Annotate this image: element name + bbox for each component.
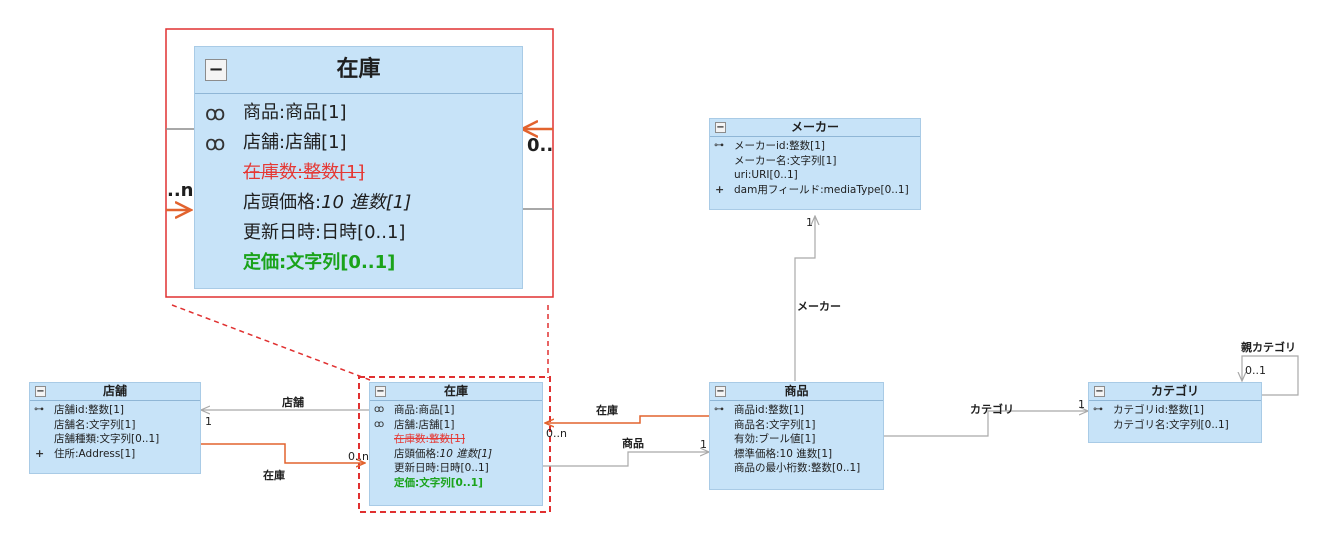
- zoom-guide-left: [171, 304, 371, 381]
- store-attr-id[interactable]: ⊶店舗id:整数[1]: [34, 404, 124, 416]
- maker-association-line: [794, 216, 815, 381]
- product-attr-price[interactable]: 標準価格:10 進数[1]: [734, 447, 833, 460]
- category-header: − カテゴリ: [1089, 383, 1261, 401]
- zoom-stock-title: 在庫: [336, 57, 381, 82]
- stock-relation-mult-right: 0..n: [546, 427, 567, 440]
- category-relation-mult: 1: [1078, 398, 1085, 411]
- stock-relation-label-left: 在庫: [263, 469, 285, 482]
- parent-category-mult: 0..1: [1245, 364, 1266, 377]
- category-attr-id[interactable]: ⊶カテゴリid:整数[1]: [1093, 404, 1204, 416]
- maker-title: メーカー: [790, 120, 839, 134]
- stock-attr-shelf-price[interactable]: 店頭価格:10 進数[1]: [394, 447, 493, 460]
- link-icon: ꝏ: [374, 418, 385, 430]
- stock-attr-list-price[interactable]: 定価:文字列[0..1]: [394, 476, 483, 489]
- category-title: カテゴリ: [1150, 384, 1199, 398]
- key-icon: ⊶: [1093, 404, 1103, 415]
- key-icon: ⊶: [714, 404, 724, 415]
- stock-title: 在庫: [443, 384, 468, 398]
- product-attr-id[interactable]: ⊶商品id:整数[1]: [714, 404, 804, 416]
- parent-category-loop: [1242, 355, 1299, 396]
- store-entity[interactable]: − 店舗 ⊶店舗id:整数[1] 店舗名:文字列[1] 店舗種類:文字列[0..…: [29, 382, 201, 474]
- maker-relation-label: メーカー: [797, 298, 841, 314]
- link-icon: ꝏ: [205, 101, 226, 125]
- maker-entity[interactable]: − メーカー ⊶メーカーid:整数[1] メーカー名:文字列[1] uri:UR…: [709, 118, 921, 210]
- store-relation-mult: 1: [205, 415, 212, 428]
- stock-header: − 在庫: [370, 383, 542, 401]
- zoom-mult-left: ..n: [167, 180, 194, 201]
- product-attr-name[interactable]: 商品名:文字列[1]: [734, 418, 816, 431]
- collapse-icon[interactable]: −: [205, 59, 227, 81]
- stock-link-left: [201, 443, 365, 463]
- stock-attr-updated-at[interactable]: 更新日時:日時[0..1]: [394, 462, 489, 474]
- zoom-attr-updated-at[interactable]: 更新日時:日時[0..1]: [243, 222, 406, 243]
- maker-header: − メーカー: [710, 119, 920, 137]
- store-relation-label: 店舗: [282, 396, 304, 409]
- zoom-target-frame: [358, 376, 551, 513]
- zoom-attr-stock-count[interactable]: 在庫数:整数[1]: [243, 162, 365, 183]
- store-title: 店舗: [102, 384, 127, 398]
- store-attr-address[interactable]: +住所:Address[1]: [35, 446, 136, 460]
- category-attr-name[interactable]: カテゴリ名:文字列[0..1]: [1113, 418, 1229, 431]
- product-relation-label: 商品: [622, 437, 644, 450]
- plus-icon[interactable]: +: [715, 182, 725, 196]
- stock-link-right: [545, 415, 711, 423]
- link-icon: ꝏ: [374, 404, 385, 415]
- category-association-line: [884, 411, 1088, 437]
- stock-relation-mult-left: 0..n: [348, 450, 369, 463]
- maker-attr-name[interactable]: メーカー名:文字列[1]: [734, 154, 837, 167]
- key-icon: ⊶: [34, 404, 44, 415]
- stock-attr-count[interactable]: 在庫数:整数[1]: [394, 433, 465, 445]
- product-header: − 商品: [710, 383, 883, 401]
- zoom-mult-right: 0..: [527, 135, 554, 156]
- parent-category-label: 親カテゴリ: [1241, 341, 1296, 354]
- product-association-line: [543, 452, 709, 467]
- collapse-icon[interactable]: −: [715, 121, 726, 133]
- maker-attr-uri[interactable]: uri:URI[0..1]: [734, 169, 798, 181]
- product-attr-min-digits[interactable]: 商品の最小桁数:整数[0..1]: [734, 462, 861, 474]
- collapse-icon[interactable]: −: [35, 385, 46, 397]
- store-attr-name[interactable]: 店舗名:文字列[1]: [54, 418, 136, 431]
- zoom-attr-list-price[interactable]: 定価:文字列[0..1]: [243, 252, 396, 273]
- zoom-stock-header: − 在庫: [195, 47, 522, 94]
- store-header: − 店舗: [30, 383, 200, 401]
- maker-relation-mult: 1: [806, 216, 813, 229]
- collapse-icon[interactable]: −: [715, 385, 726, 397]
- link-icon: ꝏ: [205, 131, 226, 155]
- zoom-attr-shelf-price[interactable]: 店頭価格:10 進数[1]: [243, 192, 412, 213]
- store-attr-type[interactable]: 店舗種類:文字列[0..1]: [54, 433, 160, 445]
- collapse-icon[interactable]: −: [1094, 385, 1105, 397]
- category-relation-label: カテゴリ: [970, 403, 1014, 416]
- category-entity[interactable]: − カテゴリ ⊶カテゴリid:整数[1] カテゴリ名:文字列[0..1]: [1088, 382, 1262, 443]
- collapse-icon[interactable]: −: [375, 385, 386, 397]
- product-entity[interactable]: − 商品 ⊶商品id:整数[1] 商品名:文字列[1] 有効:ブール値[1] 標…: [709, 382, 884, 490]
- plus-icon[interactable]: +: [35, 446, 45, 460]
- product-attr-active[interactable]: 有効:ブール値[1]: [734, 433, 816, 445]
- stock-relation-label-right: 在庫: [596, 404, 618, 417]
- zoom-frame: [165, 28, 554, 298]
- key-icon: ⊶: [714, 140, 724, 151]
- maker-attr-dam-field[interactable]: +dam用フィールド:mediaType[0..1]: [715, 182, 909, 196]
- product-title: 商品: [784, 384, 809, 398]
- product-relation-mult: 1: [700, 438, 707, 451]
- maker-attr-id[interactable]: ⊶メーカーid:整数[1]: [714, 140, 825, 152]
